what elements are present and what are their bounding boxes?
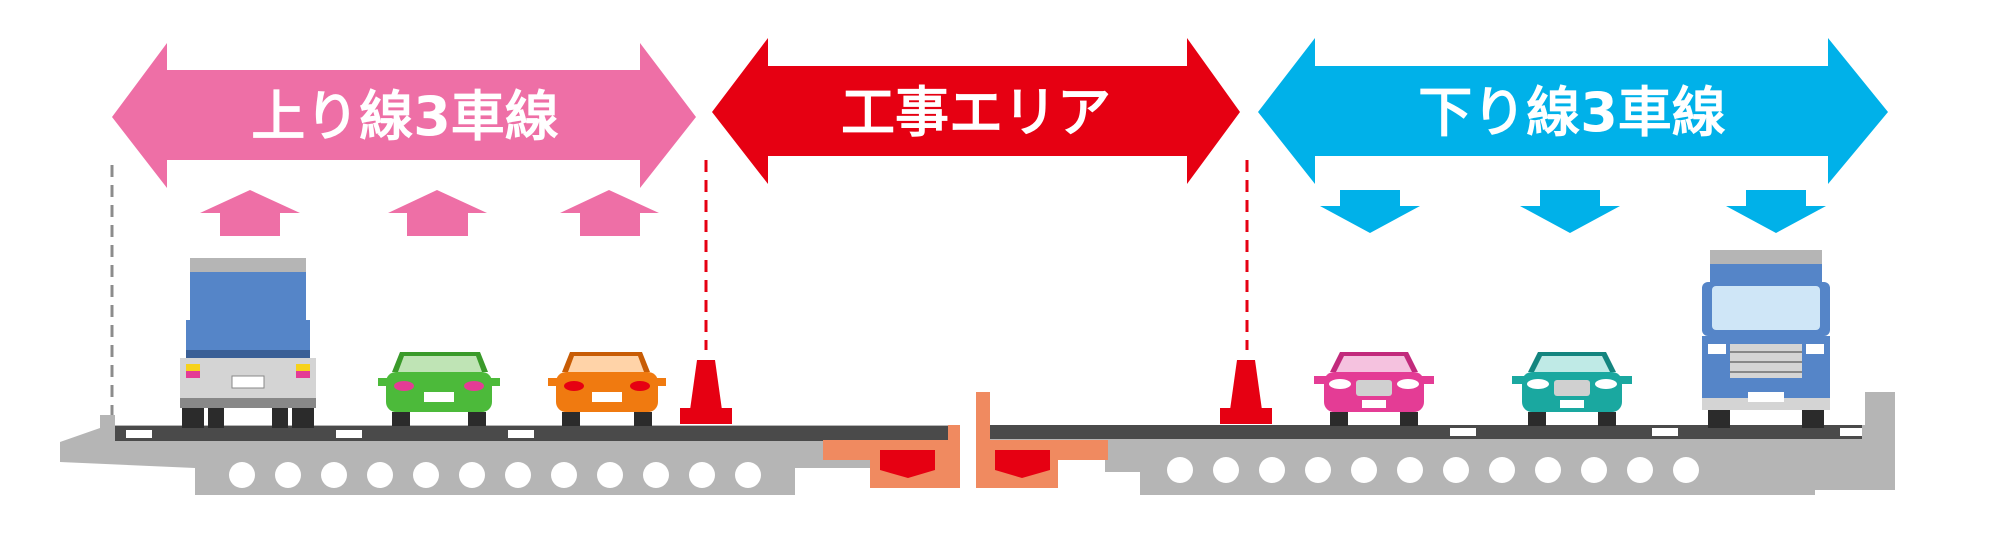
- car-icon: [548, 352, 666, 426]
- truck-icon: [180, 258, 316, 428]
- down-lanes-label: 下り線3車線: [1418, 81, 1726, 144]
- left-bridge-deck: [60, 415, 948, 495]
- up-lanes-banner: 上り線3車線: [112, 43, 696, 188]
- traffic-cone-icon: [1220, 360, 1272, 424]
- right-bridge-deck: [990, 392, 1895, 495]
- arrow-down-icon: [1726, 190, 1826, 233]
- truck-icon: [1702, 250, 1830, 428]
- up-lanes-label: 上り線3車線: [251, 85, 559, 148]
- car-icon: [1512, 352, 1632, 426]
- arrow-down-icon: [1320, 190, 1420, 233]
- construction-area-banner: 工事エリア: [712, 38, 1240, 184]
- arrow-down-icon: [1520, 190, 1620, 233]
- traffic-cone-icon: [680, 360, 732, 424]
- arrow-up-icon: [560, 190, 659, 236]
- construction-area-label: 工事エリア: [841, 81, 1111, 144]
- up-direction-arrows: [200, 190, 659, 236]
- arrow-up-icon: [200, 190, 300, 236]
- arrow-up-icon: [388, 190, 487, 236]
- car-icon: [378, 352, 500, 426]
- construction-supports: [823, 392, 1108, 488]
- down-direction-arrows: [1320, 190, 1826, 233]
- down-lanes-banner: 下り線3車線: [1258, 38, 1888, 184]
- car-icon: [1314, 352, 1434, 426]
